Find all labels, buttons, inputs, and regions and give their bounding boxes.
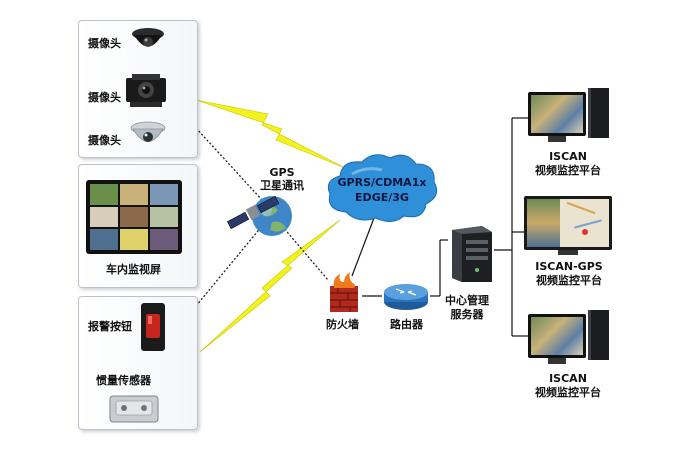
server-label-2: 服务器 — [450, 308, 484, 321]
hemisphere-camera-icon — [130, 121, 166, 142]
gps-satellite-icon — [226, 195, 292, 236]
platform-desc-1: 视频监控平台 — [535, 164, 601, 177]
dotted-link-cameras-gps — [195, 127, 263, 201]
alarm-button-icon — [141, 303, 165, 351]
platform-name-2: ISCAN-GPS — [535, 260, 603, 273]
dome-camera-icon — [132, 28, 164, 47]
cloud-line-1: GPRS/CDMA1x — [337, 176, 427, 189]
platform-desc-3: 视频监控平台 — [535, 386, 601, 399]
platform-screen-2 — [527, 199, 609, 247]
cloud-line-2: EDGE/3G — [355, 191, 409, 204]
gps-title: GPS — [269, 166, 295, 179]
management-server-icon — [452, 226, 492, 282]
video-tile — [150, 206, 178, 228]
gps-subtitle: 卫星通讯 — [260, 179, 304, 192]
platform-desc-2: 视频监控平台 — [536, 274, 602, 287]
video-tile — [150, 229, 178, 250]
platform-screen-1 — [531, 95, 583, 133]
platform-monitor-3 — [528, 314, 586, 358]
sensor-label: 惯量传感器 — [96, 374, 151, 387]
firewall-icon — [330, 272, 358, 312]
router-icon — [384, 284, 428, 310]
platform-name-1: ISCAN — [549, 150, 587, 163]
cloud-network-icon — [327, 154, 438, 222]
firewall-label: 防火墙 — [326, 318, 359, 331]
dotted-link-sensors-gps — [195, 225, 263, 307]
video-pane — [527, 199, 560, 247]
platform-screen-3 — [531, 317, 583, 355]
monitor-screen-grid — [90, 184, 178, 250]
camera-label-3: 摄像头 — [88, 134, 121, 147]
video-tile — [120, 184, 148, 205]
map-pane — [559, 199, 609, 247]
platform-name-3: ISCAN — [549, 372, 587, 385]
platform-tower-1 — [588, 88, 609, 138]
platform-monitor-stand-2 — [558, 250, 578, 255]
video-tile — [90, 206, 118, 228]
box-camera-icon — [126, 74, 166, 107]
monitor-label: 车内监视屏 — [106, 263, 161, 276]
video-tile — [90, 229, 118, 250]
alarm-button-label: 报警按钮 — [88, 320, 132, 333]
camera-label-1: 摄像头 — [88, 37, 121, 50]
router-label: 路由器 — [390, 318, 423, 331]
platform-monitor-stand-1 — [548, 136, 566, 142]
video-tile — [120, 229, 148, 250]
camera-label-2: 摄像头 — [88, 91, 121, 104]
video-tile — [120, 206, 148, 228]
link-cloud-firewall — [351, 217, 375, 277]
video-tile — [150, 184, 178, 205]
platform-tower-3 — [588, 310, 609, 360]
video-tile — [90, 184, 118, 205]
platform-monitor-1 — [528, 92, 586, 136]
platform-monitor-stand-3 — [548, 358, 566, 364]
server-label-1: 中心管理 — [445, 294, 489, 307]
platform-monitor-2 — [524, 196, 612, 250]
lightning-bolt-bottom — [199, 219, 341, 353]
in-vehicle-monitor — [86, 180, 182, 254]
inertial-sensor-icon — [109, 395, 159, 423]
